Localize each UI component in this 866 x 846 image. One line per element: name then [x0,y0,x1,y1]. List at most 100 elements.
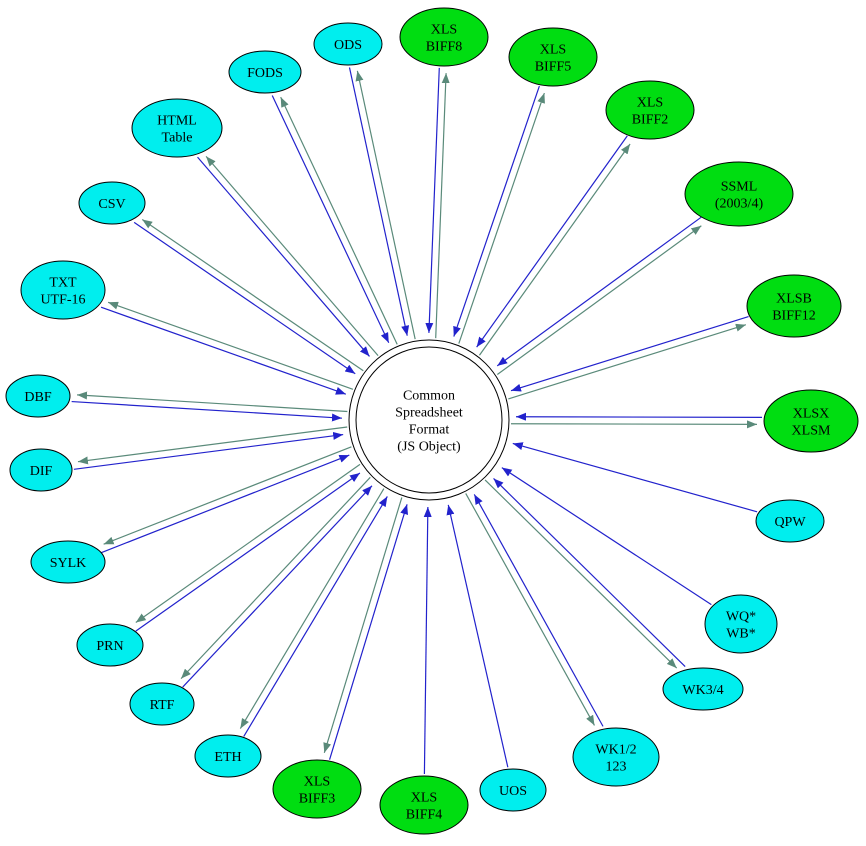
read-edge-sylk [101,454,350,554]
node-shape-xls-biff8 [399,7,489,67]
read-edge-xlsb [510,315,749,392]
read-edge-rtf [182,485,373,688]
node-shape-xlsx [763,389,859,453]
node-shape-eth [194,734,262,778]
write-edge-html-table [205,155,379,357]
node-shape-xlsb [746,274,842,338]
read-edge-qpw [512,442,758,513]
node-fods: FODS [228,50,302,94]
read-edge-wk34 [493,478,686,668]
node-sylk: SYLK [30,540,106,584]
write-edge-xls-biff8 [435,73,450,339]
write-edge-txt-utf16 [107,301,354,390]
node-shape-uos [479,768,547,812]
node-shape-dbf [5,374,71,418]
write-edge-wk34 [484,479,678,669]
read-edge-ods [348,67,410,336]
node-label-csv: CSV [98,197,125,212]
write-edge-eth [239,488,385,729]
node-shape-csv [78,181,146,225]
node-shape-ssml [684,161,794,227]
node-shape-wk12-123 [572,727,660,787]
node-wq-wb: WQ*WB* [704,594,778,654]
node-label-sylk: SYLK [50,556,87,571]
write-edge-xlsb [508,323,747,400]
read-edge-fods [271,95,390,344]
write-edge-fods [280,96,398,345]
node-shape-xls-biff4 [379,775,469,835]
node-shape-ods [313,22,383,66]
read-edge-ssml [496,216,702,367]
edges [71,67,763,775]
read-edge-dif [73,431,344,470]
node-label-eth: ETH [214,750,241,765]
read-edge-xls-biff3 [328,504,409,760]
node-label-dbf: DBF [24,390,51,405]
read-edge-wk12-123 [473,494,604,727]
node-shape-rtf [129,682,195,726]
read-edge-uos [446,504,509,768]
write-edge-prn [135,463,361,624]
node-wk34: WK3/4 [662,667,744,711]
read-edge-dbf [71,400,342,422]
node-label-wk34: WK3/4 [682,683,723,698]
node-rtf: RTF [129,682,195,726]
read-edge-prn [135,472,361,632]
write-edge-xlsx [510,420,757,429]
node-csv: CSV [78,181,146,225]
node-shape-xls-biff2 [605,80,695,140]
node-shape-prn [76,623,144,667]
write-edge-dif [77,426,348,465]
node-uos: UOS [479,768,547,812]
node-dif: DIF [9,448,73,492]
read-edge-xlsx [516,412,763,421]
node-label-wq-wb: WQ*WB* [726,610,756,642]
node-shape-xls-biff3 [272,759,362,819]
node-prn: PRN [76,623,144,667]
node-label-rtf: RTF [150,698,175,713]
node-shape-wq-wb [704,594,778,654]
write-edge-dbf [77,391,348,413]
node-label-ssml: SSML(2003/4) [715,180,764,212]
node-shape-html-table [131,98,223,158]
write-edge-xls-biff2 [478,143,631,356]
read-edge-xls-biff4 [423,506,432,775]
node-eth: ETH [194,734,262,778]
read-edge-wq-wb [501,467,712,606]
center-outer-circle [348,339,510,501]
center-inner-circle [355,346,503,494]
read-edge-xls-biff8 [425,67,440,333]
node-shape-sylk [30,540,106,584]
node-label-qpw: QPW [774,515,806,530]
write-edge-xls-biff3 [323,497,403,754]
write-edge-sylk [103,446,352,545]
node-shape-xls-biff5 [508,27,598,87]
node-shape-fods [228,50,302,94]
node-label-ods: ODS [334,38,362,53]
node-dbf: DBF [5,374,71,418]
read-edge-xls-biff5 [453,85,540,337]
read-edge-html-table [197,156,370,357]
write-edge-ods [355,70,416,340]
node-label-fods: FODS [247,66,283,81]
